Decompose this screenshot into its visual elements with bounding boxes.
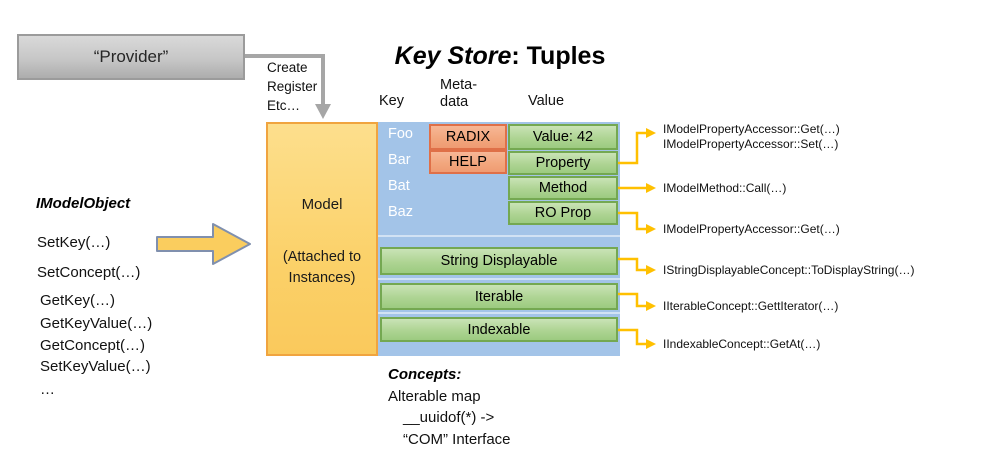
value-cell-ro-prop: RO Prop [508,201,618,225]
connector-indexable-head-icon [646,339,656,349]
column-header-metadata: Meta- data [440,77,477,111]
model-box-subtitle: (Attached to Instances) [268,247,376,289]
annotation-string-displayable: IStringDisplayableConcept::ToDisplayStri… [663,263,915,277]
method-ellipsis: … [40,381,55,398]
value-cell-method: Method [508,176,618,200]
column-header-meta-line2: data [440,94,469,110]
method-getconcept: GetConcept(…) [40,337,146,354]
connector-ro-prop [618,211,646,231]
connector-indexable [618,328,646,346]
annotation-indexable: IIndexableConcept::GetAt(…) [663,337,821,351]
concepts-line-alterable-map: Alterable map [388,388,481,405]
column-header-value: Value [528,93,565,109]
annotation-iterable: IIterableConcept::GettIterator(…) [663,299,839,313]
key-row-baz: Baz [388,204,413,220]
connector-line-register: Register [267,79,318,94]
method-setkeyvalue: SetKeyValue(…) [40,358,151,375]
connector-ro-prop-head-icon [646,224,656,234]
connector-string-displayable-head-icon [646,265,656,275]
method-setkey: SetKey(…) [37,234,111,251]
method-getkeyvalue: GetKeyValue(…) [40,315,153,332]
model-subtitle-line2: Instances) [288,270,356,286]
concept-band-indexable: Indexable [380,317,618,342]
method-setconcept: SetConcept(…) [37,264,141,281]
provider-label: “Provider” [93,47,169,66]
column-header-meta-line1: Meta- [440,77,478,93]
connector-iterable-head-icon [646,301,656,311]
annotation-property-get: IModelPropertyAccessor::Get(…) [663,122,840,136]
annotation-method-call: IModelMethod::Call(…) [663,181,787,195]
connector-line-create: Create [267,60,308,75]
metadata-cell-radix: RADIX [429,124,507,150]
title-rest: : Tuples [511,42,606,70]
key-row-bat: Bat [388,178,410,194]
connector-method-head-icon [646,183,656,193]
concept-band-string-displayable: String Displayable [380,247,618,275]
metadata-cell-help: HELP [429,150,507,174]
concepts-title: Concepts: [388,366,462,383]
column-header-key: Key [379,93,404,109]
annotation-ro-prop-get: IModelPropertyAccessor::Get(…) [663,222,840,236]
connector-string-displayable [618,257,646,272]
title-emphasis: Key Store [394,42,512,70]
connector-iterable [618,292,646,308]
panel-separator [378,235,620,237]
provider-box: “Provider” [17,34,245,80]
provider-arrow-head-icon [315,104,331,119]
concept-band-iterable: Iterable [380,283,618,310]
panel-separator [378,312,620,314]
model-subtitle-line1: (Attached to [282,249,362,265]
key-row-foo: Foo [388,126,413,142]
connector-line-etc: Etc… [267,98,301,113]
model-box: Model (Attached to Instances) [266,122,378,356]
model-box-title: Model [301,196,343,213]
method-getkey: GetKey(…) [40,292,116,309]
imodelobject-title: IModelObject [36,195,131,212]
connector-property [618,131,646,165]
panel-separator [378,278,620,280]
imodelobject-block-arrow-icon [156,223,251,265]
value-cell-property: Property [508,151,618,175]
provider-connector-label: Create Register Etc… [267,58,317,115]
page-title: Key Store: Tuples [380,42,620,71]
value-cell-value42: Value: 42 [508,124,618,150]
connector-property-head-icon [646,128,656,138]
concepts-line-com-interface: “COM” Interface [403,431,511,448]
concepts-line-uuidof: __uuidof(*) -> [403,409,495,426]
annotation-property-set: IModelPropertyAccessor::Set(…) [663,137,839,151]
key-row-bar: Bar [388,152,411,168]
